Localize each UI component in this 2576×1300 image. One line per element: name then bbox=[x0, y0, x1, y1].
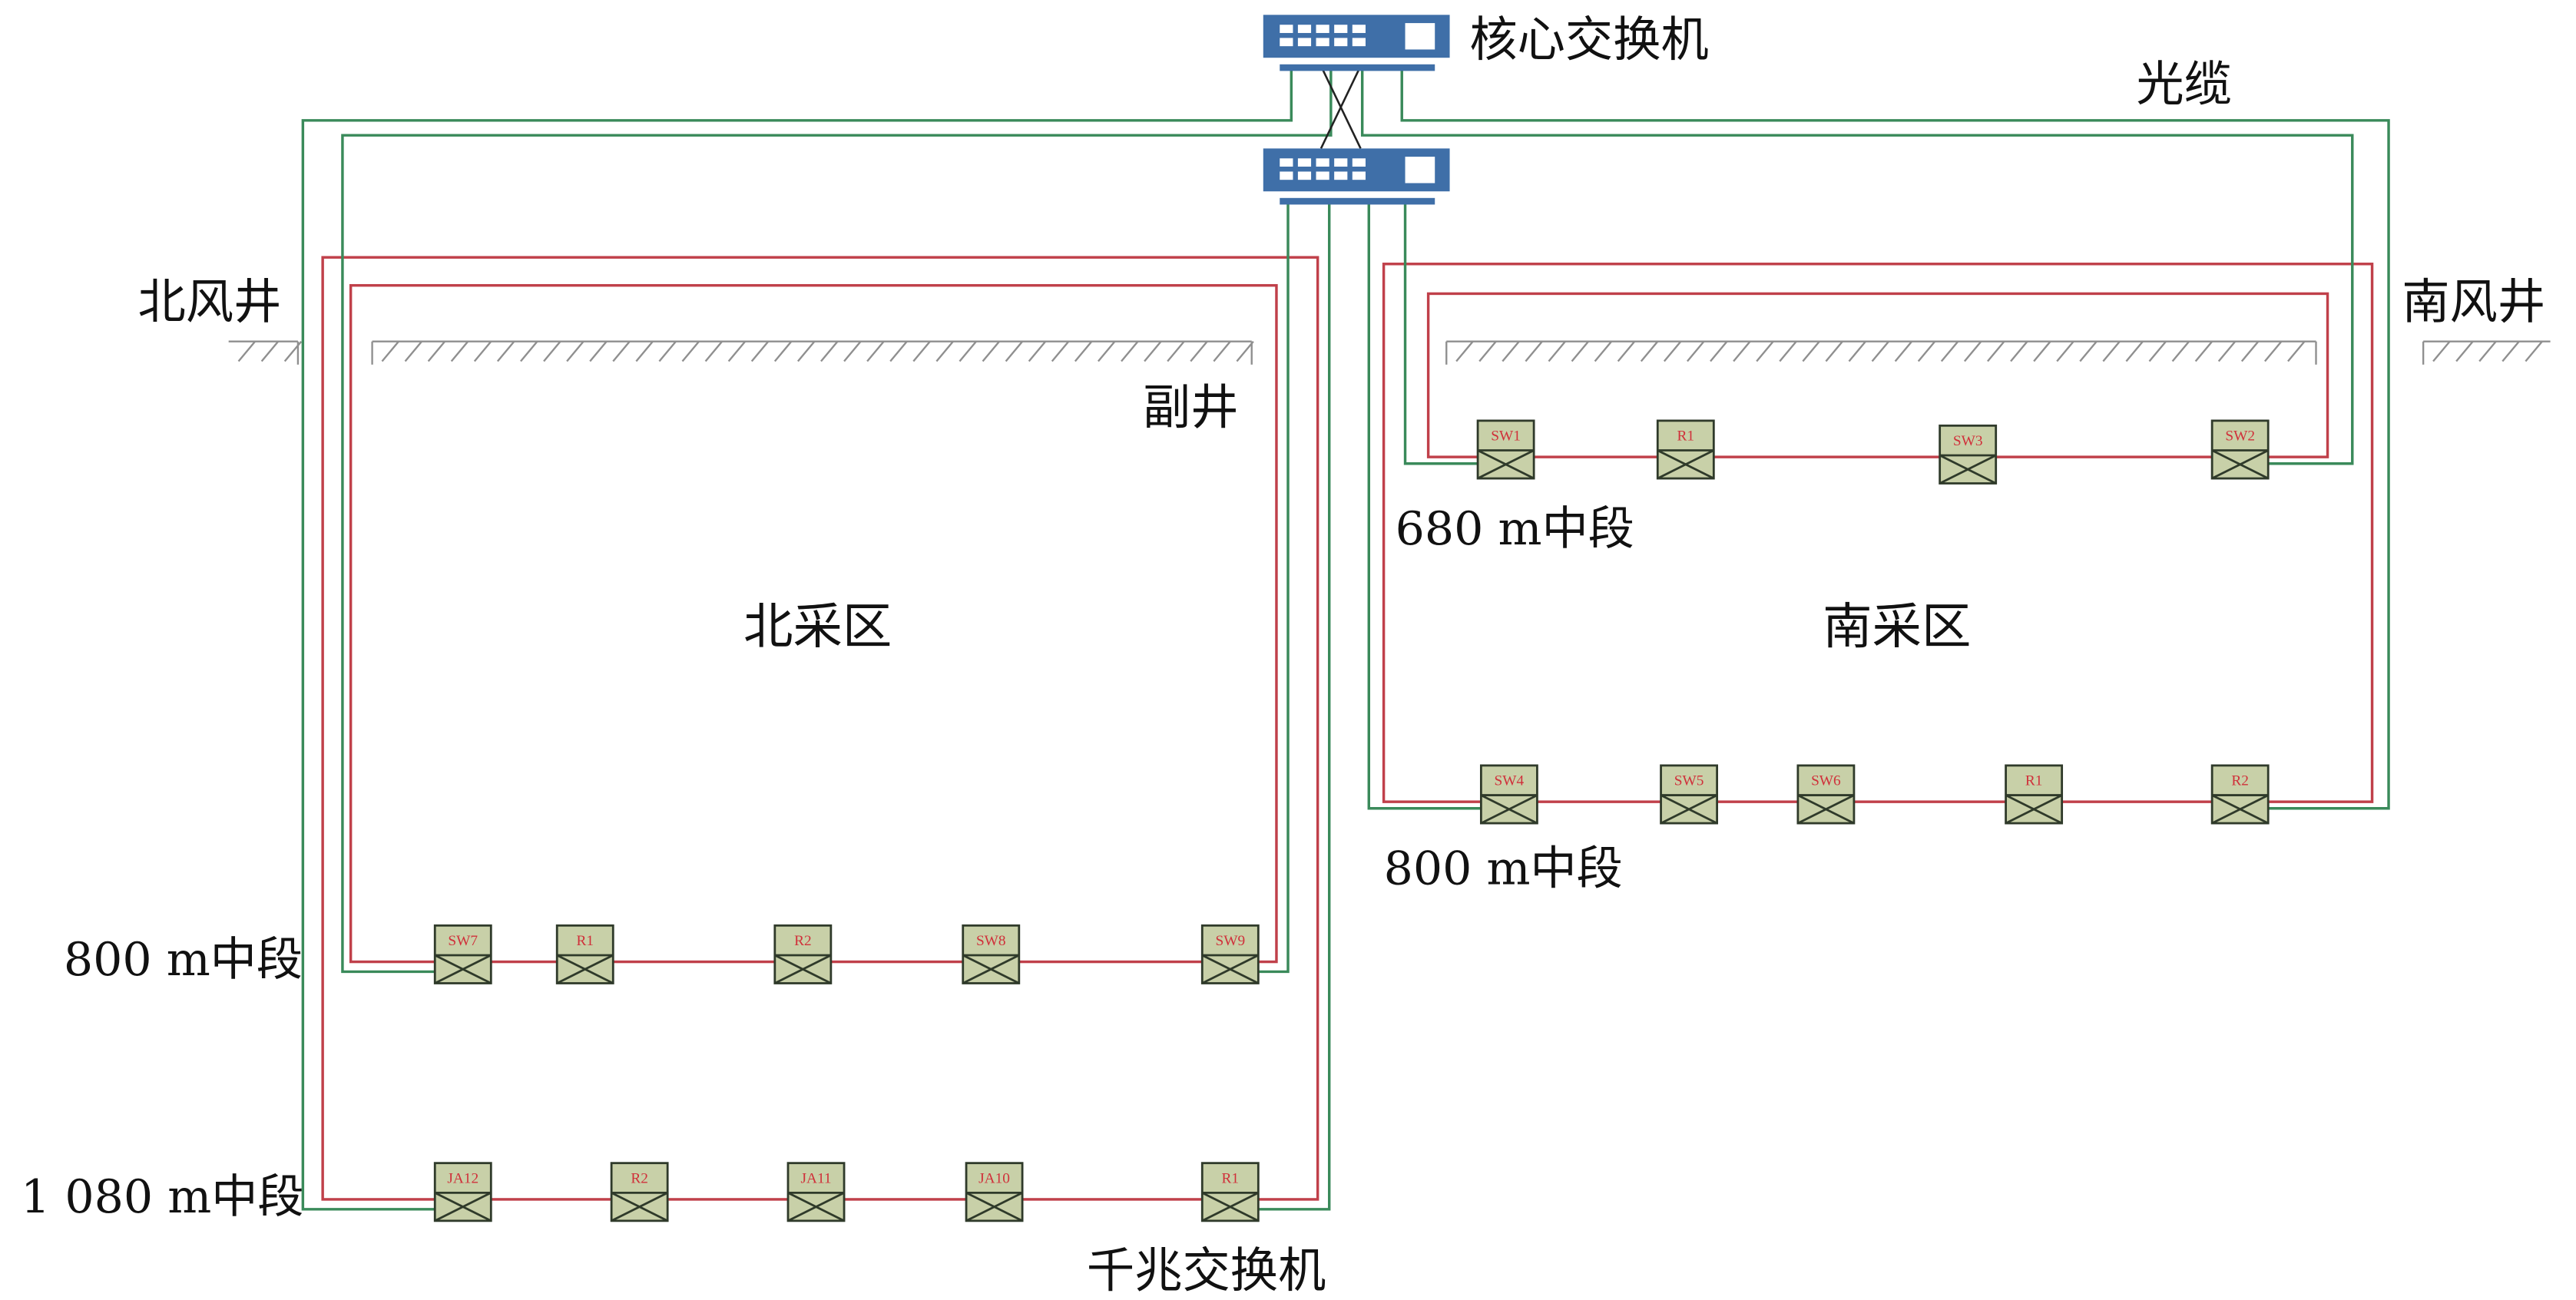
level-800-south-row: SW4 SW5 SW6 R1 R2 bbox=[1479, 764, 2270, 825]
level-800-south-label: 800 m中段 bbox=[1384, 842, 1623, 896]
device-label: R1 bbox=[1222, 1170, 1240, 1186]
device-ja12[interactable]: JA12 bbox=[433, 1162, 492, 1222]
port-icon bbox=[1334, 38, 1348, 47]
device-label: SW4 bbox=[1495, 773, 1525, 789]
port-icon bbox=[1316, 171, 1329, 180]
port-icon bbox=[1334, 25, 1348, 33]
device-label: SW5 bbox=[1674, 773, 1704, 789]
device-sw3[interactable]: SW3 bbox=[1939, 424, 1998, 485]
device-label: JA11 bbox=[800, 1170, 831, 1186]
fiber-south-800-left bbox=[1367, 199, 1482, 810]
port-icon bbox=[1297, 171, 1312, 180]
north-vent-shaft-label: 北风井 bbox=[138, 274, 282, 330]
port-icon bbox=[1316, 38, 1329, 47]
level-1080-north-label: 1 080 m中段 bbox=[21, 1170, 304, 1224]
gigabit-switch-label: 千兆交换机 bbox=[1087, 1242, 1326, 1298]
device-r1[interactable]: R1 bbox=[2005, 764, 2064, 825]
fiber-south-800-right bbox=[1400, 65, 2390, 810]
device-label: R1 bbox=[1677, 428, 1695, 445]
device-sw9[interactable]: SW9 bbox=[1200, 924, 1260, 984]
port-icon bbox=[1352, 38, 1366, 47]
fiber-north-800-right bbox=[1258, 199, 1290, 974]
level-680-south-row: SW1 R1 SW3 SW2 bbox=[1476, 419, 2270, 485]
fiber-south-680-left bbox=[1403, 199, 1482, 465]
device-label: R2 bbox=[2231, 773, 2249, 789]
port-icon bbox=[1334, 158, 1348, 167]
aux-shaft-label: 副井 bbox=[1143, 379, 1239, 435]
device-label: SW3 bbox=[1953, 433, 1983, 449]
port-icon bbox=[1280, 171, 1293, 180]
fiber-cable-label: 光缆 bbox=[2136, 56, 2232, 112]
device-sw6[interactable]: SW6 bbox=[1796, 764, 1856, 825]
device-label: JA10 bbox=[978, 1170, 1010, 1186]
device-sw4[interactable]: SW4 bbox=[1479, 764, 1538, 825]
crosslink-b bbox=[1319, 65, 1362, 149]
device-sw1[interactable]: SW1 bbox=[1476, 419, 1535, 480]
device-label: SW1 bbox=[1491, 428, 1521, 445]
port-icon bbox=[1316, 25, 1329, 33]
device-r1[interactable]: R1 bbox=[1200, 1162, 1260, 1222]
port-icon bbox=[1334, 171, 1348, 180]
device-label: SW7 bbox=[448, 933, 478, 949]
device-label: R2 bbox=[631, 1170, 648, 1186]
south-shaft-ground bbox=[1445, 340, 2317, 365]
device-label: SW6 bbox=[1811, 773, 1841, 789]
device-r2[interactable]: R2 bbox=[2210, 764, 2270, 825]
device-sw7[interactable]: SW7 bbox=[433, 924, 492, 984]
fiber-south-680-right bbox=[1360, 65, 2354, 465]
device-sw5[interactable]: SW5 bbox=[1660, 764, 1719, 825]
level-680-south-label: 680 m中段 bbox=[1396, 502, 1634, 556]
fiber-north-1080-right bbox=[1258, 199, 1331, 1211]
south-vent-shaft-ground bbox=[2422, 340, 2551, 365]
device-r2[interactable]: R2 bbox=[610, 1162, 669, 1222]
north-vent-shaft-ground bbox=[228, 340, 303, 365]
port-icon bbox=[1297, 38, 1312, 47]
port-icon bbox=[1280, 158, 1293, 167]
device-label: R2 bbox=[794, 933, 812, 949]
device-ja11[interactable]: JA11 bbox=[786, 1162, 846, 1222]
device-r2[interactable]: R2 bbox=[773, 924, 833, 984]
core-switch-label: 核心交换机 bbox=[1469, 12, 1708, 68]
level-800-north-row: SW7 R1 R2 SW8 SW9 bbox=[433, 924, 1260, 984]
level-1080-north-row: JA12 R2 JA11 JA10 R1 bbox=[433, 1162, 1260, 1222]
device-sw8[interactable]: SW8 bbox=[962, 924, 1021, 984]
port-icon bbox=[1297, 158, 1312, 167]
device-label: SW8 bbox=[976, 933, 1006, 949]
north-mining-area-label: 北采区 bbox=[743, 598, 892, 656]
device-label: R1 bbox=[576, 933, 594, 949]
device-r1[interactable]: R1 bbox=[1656, 419, 1715, 480]
device-label: SW9 bbox=[1215, 933, 1245, 949]
port-icon bbox=[1280, 25, 1293, 33]
port-icon bbox=[1352, 158, 1366, 167]
south-inner-ring bbox=[1426, 292, 2329, 458]
device-r1[interactable]: R1 bbox=[555, 924, 614, 984]
core-switch-icon[interactable] bbox=[1263, 15, 1450, 71]
port-icon bbox=[1352, 25, 1366, 33]
south-outer-ring bbox=[1382, 263, 2374, 803]
aux-shaft-ground bbox=[371, 340, 1254, 365]
device-label: SW2 bbox=[2225, 428, 2255, 445]
south-mining-area-label: 南采区 bbox=[1823, 598, 1971, 656]
device-ja10[interactable]: JA10 bbox=[965, 1162, 1024, 1222]
south-vent-shaft-label: 南风井 bbox=[2402, 274, 2545, 330]
fiber-north-1080 bbox=[301, 65, 1293, 1211]
device-sw2[interactable]: SW2 bbox=[2210, 419, 2270, 480]
fiber-north-800 bbox=[341, 65, 1333, 974]
port-icon bbox=[1352, 171, 1366, 180]
device-label: JA12 bbox=[447, 1170, 478, 1186]
device-label: R1 bbox=[2025, 773, 2043, 789]
port-icon bbox=[1316, 158, 1329, 167]
port-icon bbox=[1280, 38, 1293, 47]
level-800-north-label: 800 m中段 bbox=[64, 933, 303, 987]
port-icon bbox=[1297, 25, 1312, 33]
gigabit-switch-icon[interactable] bbox=[1263, 148, 1450, 205]
